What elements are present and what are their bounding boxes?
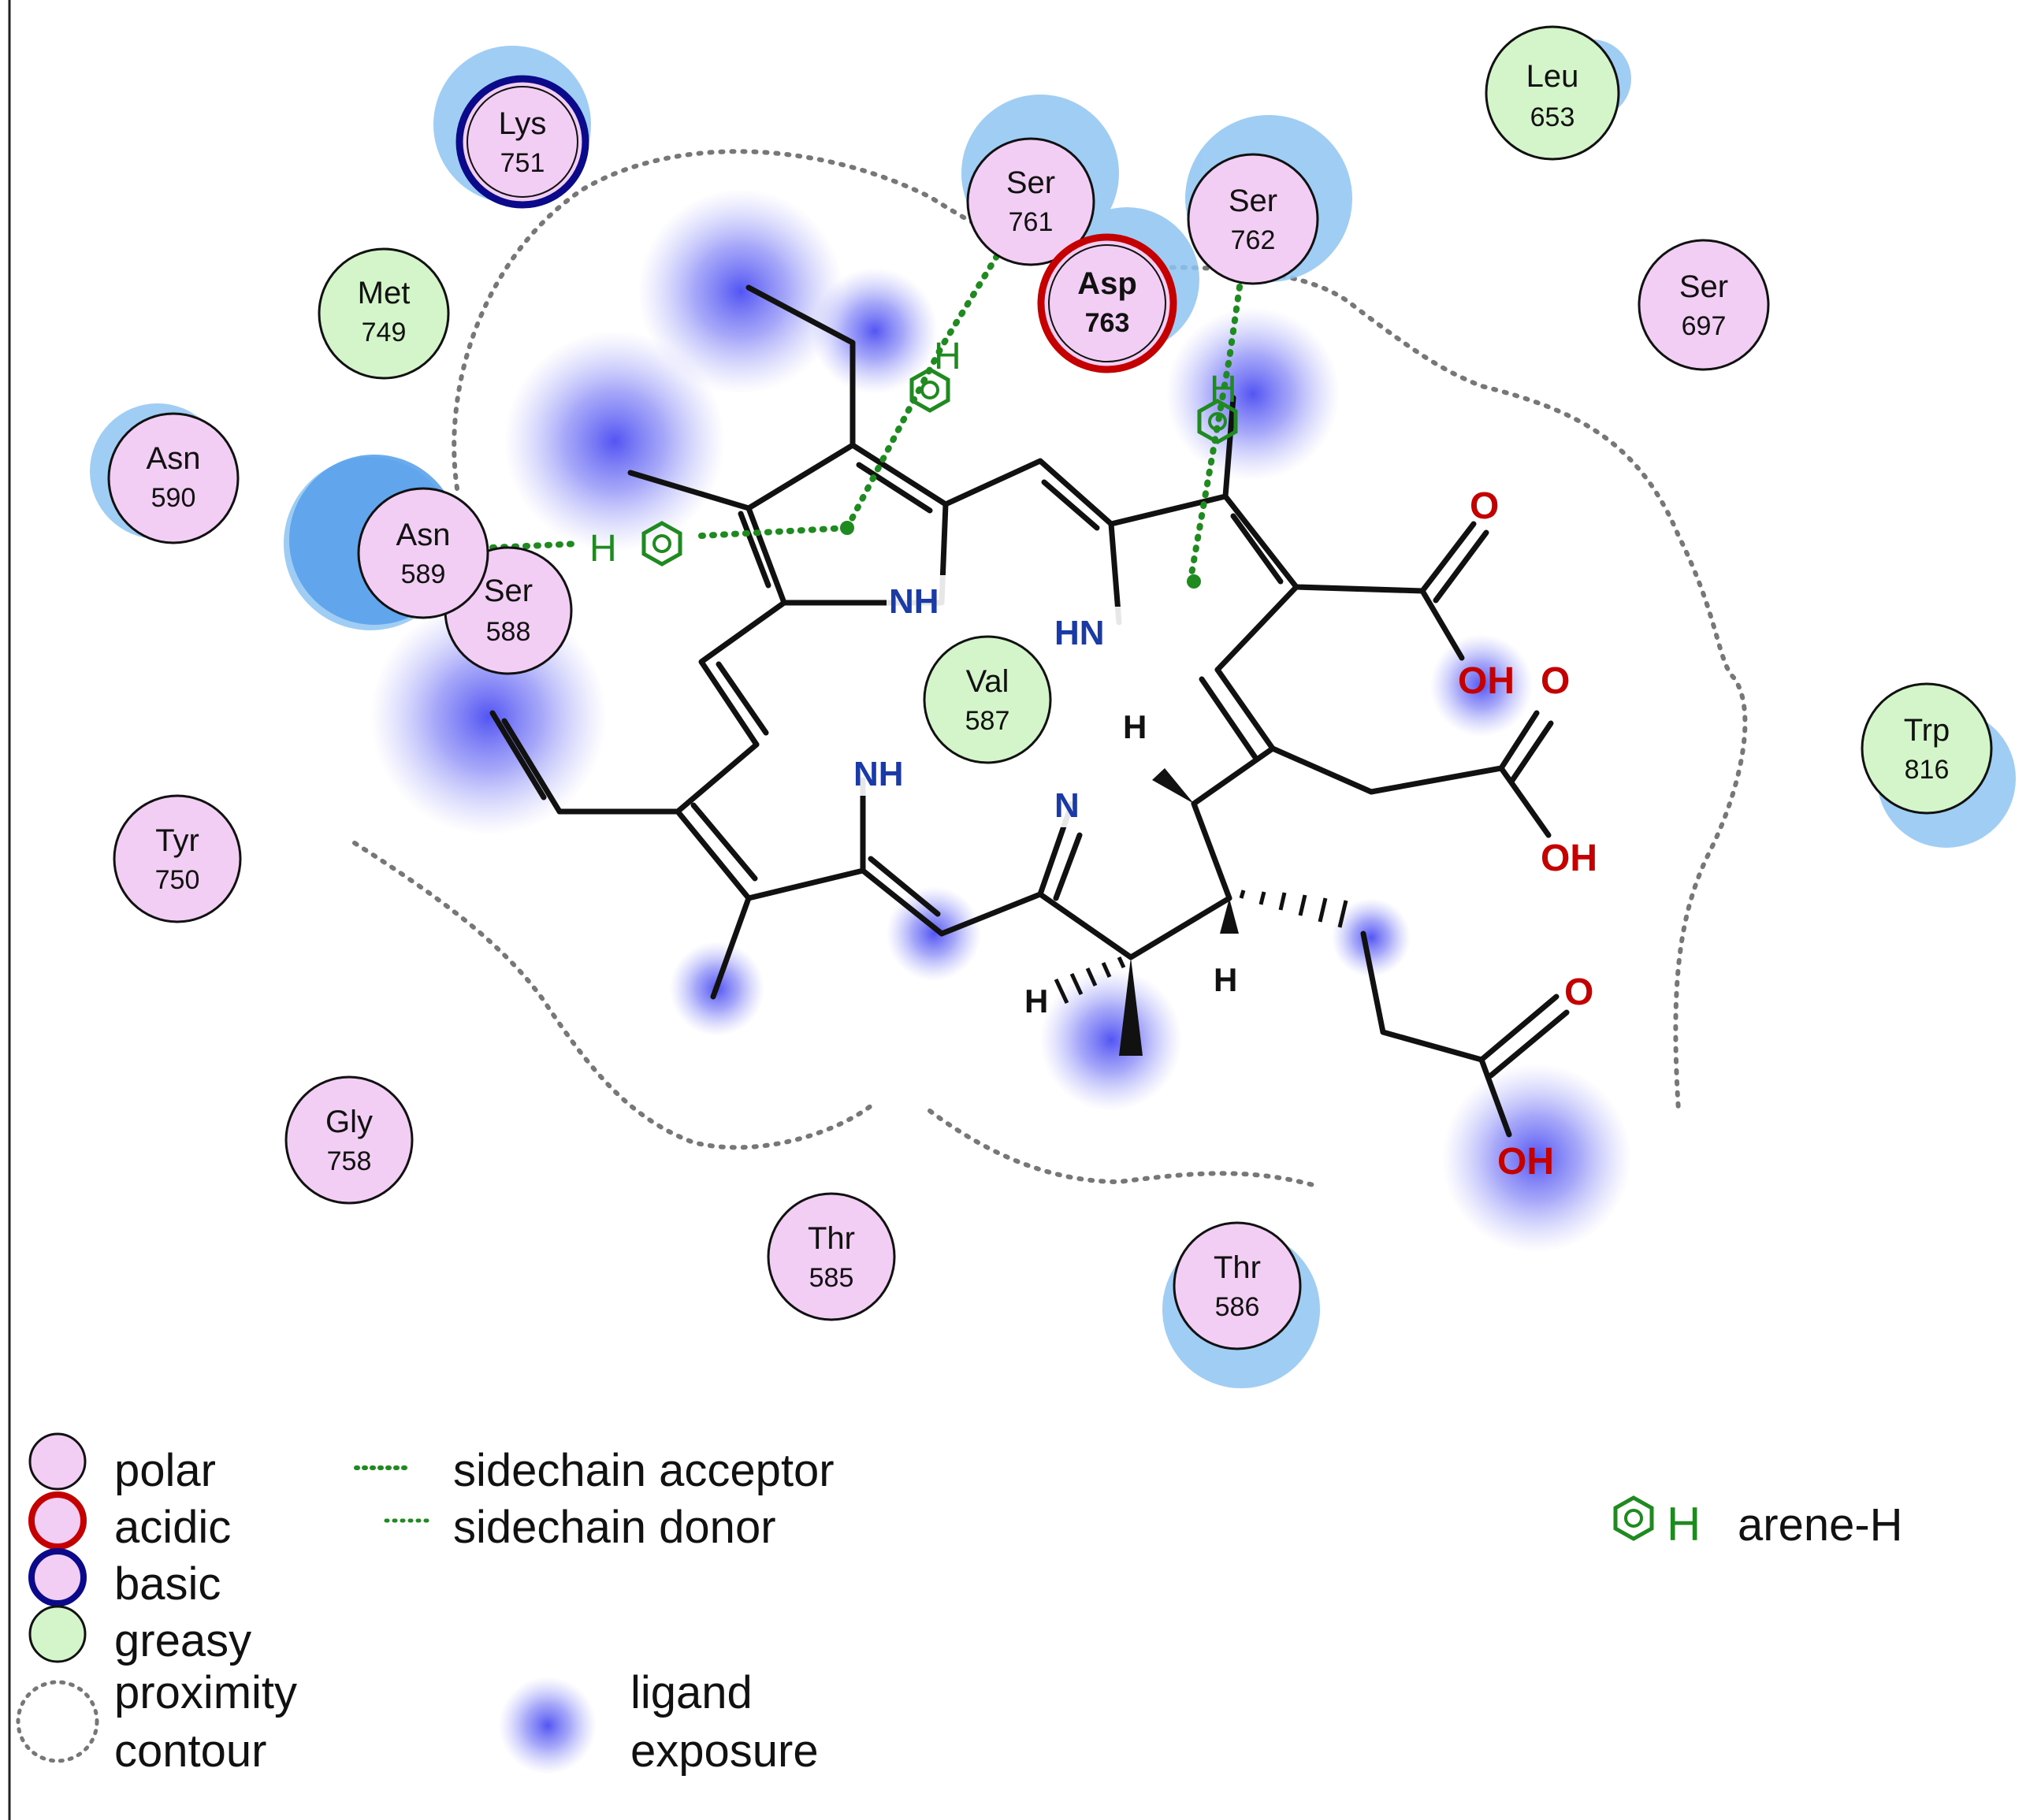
legend-ligand-exposure: ligand exposure (499, 1667, 819, 1777)
legend-greasy: greasy (28, 1605, 251, 1666)
arene-h-label-1: H (589, 528, 617, 570)
svg-text:Lys: Lys (499, 106, 547, 141)
svg-text:greasy: greasy (114, 1615, 251, 1666)
svg-text:proximity: proximity (114, 1667, 297, 1718)
residue-thr585: Thr 585 (767, 1192, 896, 1321)
svg-text:ligand: ligand (630, 1667, 753, 1718)
arene-centroid-b (1187, 574, 1201, 589)
svg-text:sidechain acceptor: sidechain acceptor (453, 1445, 835, 1496)
svg-text:Asn: Asn (396, 518, 451, 552)
legend-arene-h: H arene-H (1615, 1498, 1903, 1551)
residue-val587: Val 587 (923, 635, 1052, 764)
svg-text:653: 653 (1530, 102, 1575, 132)
svg-text:polar: polar (114, 1445, 216, 1496)
svg-text:590: 590 (151, 483, 196, 513)
svg-text:Val: Val (966, 664, 1009, 699)
svg-text:588: 588 (486, 617, 531, 647)
svg-text:arene-H: arene-H (1738, 1499, 1903, 1551)
svg-text:contour: contour (114, 1725, 266, 1777)
residue-tyr750: Tyr 750 (113, 794, 242, 923)
svg-text:Ser: Ser (1229, 184, 1277, 218)
svg-text:acidic: acidic (114, 1502, 231, 1553)
atom-o-1: O (1470, 485, 1499, 527)
residues: Lys 751 Met 749 Asn 590 Ser 588 Asn 589 … (107, 25, 1993, 1350)
legend-basic: basic (28, 1548, 221, 1610)
svg-text:Ser: Ser (1006, 165, 1055, 200)
atom-h-stereo-2: H (1214, 961, 1237, 998)
residue-met749: Met 749 (318, 247, 450, 380)
atom-oh-2: OH (1541, 838, 1597, 879)
atom-nh-bottom: NH (853, 755, 904, 793)
ligand-exposure-blobs (370, 189, 1631, 1253)
legend-acidic: acidic (28, 1491, 231, 1553)
arene-h-label-2: H (934, 336, 961, 377)
legend-polar: polar (28, 1432, 216, 1496)
svg-text:Ser: Ser (484, 574, 533, 608)
svg-text:816: 816 (1905, 755, 1950, 785)
atom-oh-1: OH (1458, 660, 1515, 702)
svg-text:Trp: Trp (1904, 713, 1950, 748)
svg-text:587: 587 (965, 706, 1010, 736)
atom-nh-top: NH (889, 582, 939, 621)
svg-text:750: 750 (155, 865, 200, 895)
atom-o-2: O (1541, 660, 1570, 702)
legend-proximity-contour: proximity contour (16, 1667, 297, 1777)
atom-oh-3: OH (1497, 1141, 1554, 1183)
legend: polar acidic basic greasy proximity cont… (16, 1432, 1903, 1777)
svg-text:Asp: Asp (1077, 266, 1137, 301)
svg-text:758: 758 (327, 1146, 372, 1176)
svg-text:Gly: Gly (325, 1105, 373, 1139)
residue-leu653: Leu 653 (1485, 25, 1620, 161)
svg-text:Ser: Ser (1679, 269, 1728, 304)
arene-centroid-a (840, 521, 854, 535)
interaction-ser762-arene (1187, 273, 1244, 586)
svg-text:basic: basic (114, 1558, 221, 1610)
svg-text:749: 749 (362, 318, 407, 347)
atom-h-stereo-1: H (1123, 708, 1147, 745)
svg-text:589: 589 (401, 559, 446, 589)
legend-sidechain-donor: sidechain donor (384, 1502, 776, 1553)
legend-sidechain-acceptor: sidechain acceptor (354, 1445, 835, 1496)
legend-arene-h-symbol: H (1667, 1498, 1701, 1551)
svg-text:exposure: exposure (630, 1725, 819, 1777)
svg-text:Thr: Thr (808, 1221, 855, 1256)
residue-ser761: Ser 761 (966, 137, 1095, 266)
svg-text:Thr: Thr (1214, 1250, 1261, 1285)
atom-hn-right: HN (1054, 614, 1105, 652)
residue-ser697: Ser 697 (1638, 239, 1770, 371)
ligand-structure (489, 284, 1570, 1138)
svg-text:Tyr: Tyr (155, 823, 199, 858)
legend-arene-icon (1615, 1498, 1652, 1539)
proximity-contour (352, 149, 1748, 1188)
svg-text:Met: Met (358, 276, 411, 310)
atom-h-stereo-3: H (1024, 982, 1048, 1020)
svg-text:751: 751 (500, 148, 545, 178)
svg-text:697: 697 (1682, 311, 1727, 341)
residue-thr586: Thr 586 (1173, 1221, 1302, 1350)
atom-n-bottom: N (1054, 786, 1080, 825)
residue-lys751: Lys 751 (455, 75, 589, 209)
svg-text:Leu: Leu (1526, 59, 1579, 94)
interactions: H H H (489, 253, 1244, 589)
atom-labels: NH HN NH N H H H O OH O OH O OH (851, 485, 1597, 1183)
atom-o-3: O (1564, 971, 1593, 1013)
interaction-arene-centroid-a (698, 525, 850, 539)
residue-asn589: Asn 589 (357, 487, 489, 619)
interaction-ser761-arene (844, 253, 1000, 531)
svg-text:585: 585 (809, 1263, 854, 1293)
residue-gly758: Gly 758 (284, 1075, 414, 1205)
svg-text:sidechain donor: sidechain donor (453, 1502, 776, 1553)
svg-text:Asn: Asn (147, 441, 201, 476)
svg-text:763: 763 (1085, 308, 1130, 338)
residue-asn590: Asn 590 (107, 412, 240, 544)
residue-trp816: Trp 816 (1861, 682, 1993, 815)
svg-text:761: 761 (1009, 207, 1054, 237)
svg-text:762: 762 (1231, 225, 1276, 255)
residue-asp763: Asp 763 (1037, 233, 1177, 373)
residue-ser762: Ser 762 (1187, 153, 1319, 285)
svg-text:586: 586 (1215, 1292, 1260, 1322)
